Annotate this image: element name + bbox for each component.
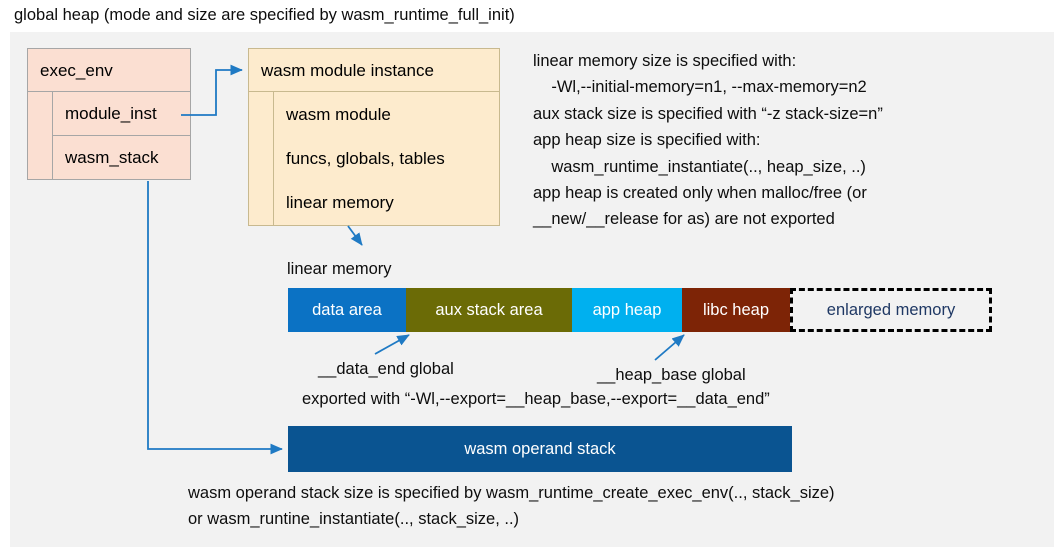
wasm-stack-label: wasm_stack	[65, 148, 159, 167]
memory-segment-label: app heap	[592, 300, 662, 319]
memory-segment-label: enlarged memory	[826, 300, 956, 319]
module-field-wasm-module: wasm module	[273, 92, 500, 137]
linear-memory-field-label: linear memory	[286, 193, 394, 212]
exec-env-box: exec_env	[27, 48, 191, 92]
exec-env-label: exec_env	[40, 60, 113, 80]
module-inst-label: module_inst	[65, 104, 157, 123]
operand-stack-notes: wasm operand stack size is specified by …	[188, 484, 835, 529]
memory-segment-label: aux stack area	[435, 300, 543, 319]
exec-env-field-module-inst: module_inst	[52, 92, 191, 136]
wasm-module-label: wasm module	[286, 104, 391, 124]
data-end-annotation: __data_end global	[318, 360, 454, 378]
linear-memory-caption: linear memory	[287, 260, 392, 278]
memory-segment-label: data area	[312, 300, 382, 319]
linear-memory-strip: data area aux stack area app heap libc heap…	[288, 288, 992, 332]
memory-segment-libc-heap: libc heap	[682, 288, 790, 332]
memory-segment-label: libc heap	[702, 300, 770, 319]
wasm-module-instance-label: wasm module instance	[261, 60, 434, 80]
memory-segment-enlarged-memory: enlarged memory	[790, 288, 992, 332]
memory-segment-data-area: data area	[288, 288, 406, 332]
wasm-operand-stack-box: wasm operand stack	[288, 426, 792, 472]
memory-segment-app-heap: app heap	[572, 288, 682, 332]
module-field-funcs-globals-tables: funcs, globals, tables	[273, 136, 500, 181]
exec-env-gutter	[27, 92, 53, 180]
wasm-operand-stack-label: wasm operand stack	[464, 439, 616, 458]
diagram-title: global heap (mode and size are specified…	[14, 6, 515, 24]
module-field-linear-memory: linear memory	[273, 180, 500, 226]
heap-base-annotation: __heap_base global	[597, 366, 746, 384]
exported-with-annotation: exported with “-Wl,--export=__heap_base,…	[302, 390, 770, 408]
wasm-module-instance-box: wasm module instance	[248, 48, 500, 92]
linear-memory-notes: linear memory size is specified with: -W…	[533, 52, 883, 229]
exec-env-field-wasm-stack: wasm_stack	[52, 136, 191, 180]
wasm-module-instance-gutter	[248, 92, 274, 226]
funcs-globals-tables-label: funcs, globals, tables	[286, 148, 445, 168]
memory-segment-aux-stack-area: aux stack area	[406, 288, 572, 332]
